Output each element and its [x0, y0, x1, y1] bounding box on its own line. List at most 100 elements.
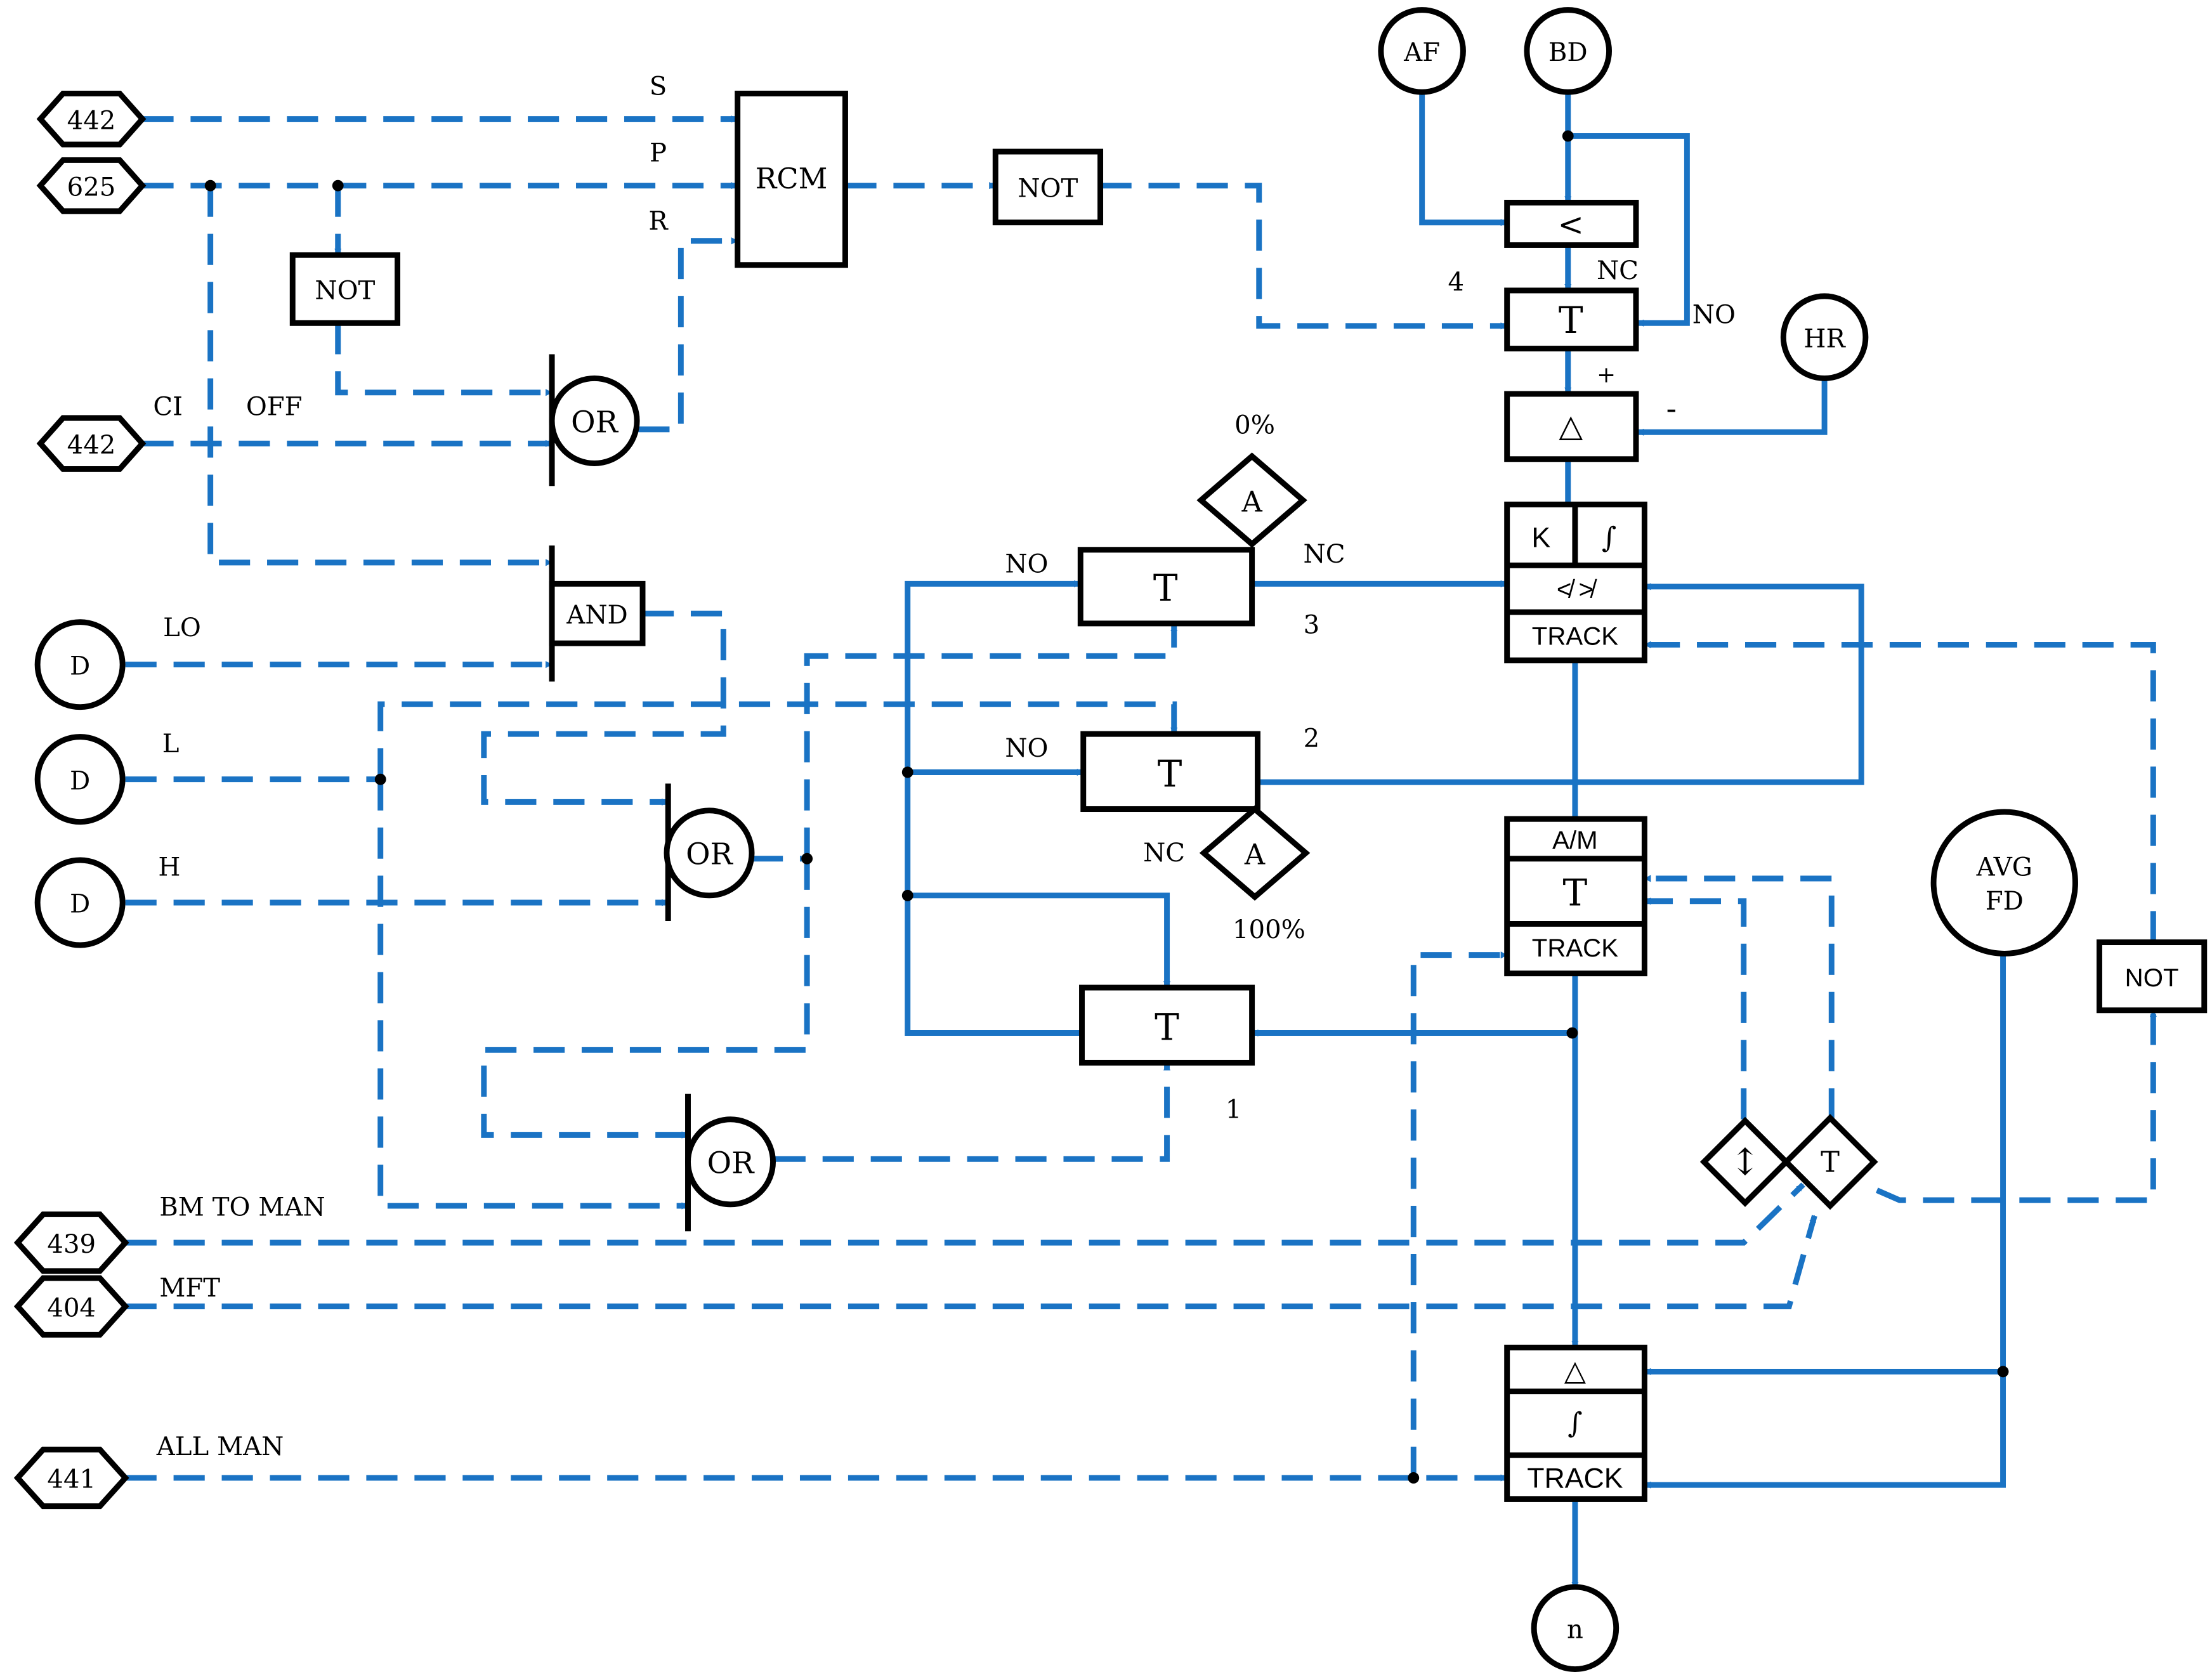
input-tag-442-ci: 442 [36, 415, 147, 472]
svg-text:OR: OR [707, 1146, 755, 1181]
label-lo: LO [163, 613, 201, 643]
input-circle-d-lo: D [34, 619, 126, 710]
and-gate: AND [549, 545, 646, 682]
svg-text:n: n [1567, 1615, 1583, 1644]
integrator-block: △ ∫ TRACK [1504, 1344, 1647, 1502]
rcm-block: RCM [735, 90, 848, 268]
not-block-3: NOT [2096, 939, 2208, 1014]
input-tag-404: 404 [13, 1275, 129, 1338]
label-p: P [650, 139, 667, 168]
tag-label: 439 [47, 1230, 96, 1259]
label-pct-100: 100% [1233, 915, 1306, 944]
svg-text:△: △ [1559, 407, 1583, 444]
svg-text:↕: ↕ [1730, 1140, 1761, 1184]
analog-constant-100: A [1199, 805, 1311, 901]
pid-track-label: TRACK [1532, 622, 1618, 650]
output-circle-n: n [1531, 1584, 1620, 1672]
less-than-comparator: < [1504, 199, 1639, 248]
svg-text:D: D [70, 651, 90, 681]
label-off: OFF [246, 393, 303, 422]
label-bm-to-man: BM TO MAN [159, 1193, 325, 1222]
svg-text:AF: AF [1403, 38, 1440, 67]
label-num-3: 3 [1304, 611, 1320, 640]
svg-text:A: A [1241, 485, 1262, 518]
input-tag-439: 439 [13, 1211, 129, 1274]
label-ci: CI [153, 393, 183, 422]
am-title: A/M [1552, 826, 1597, 854]
svg-text:T: T [1158, 752, 1182, 795]
transfer-block-1: T [1079, 984, 1255, 1066]
pid-integral-label: ∫ [1602, 521, 1616, 554]
pid-limit-label: ≮ ≯ [1557, 575, 1597, 604]
or-gate-3: OR [685, 1094, 776, 1232]
svg-text:T: T [1559, 299, 1583, 342]
or-gate-2: OR [664, 783, 755, 922]
svg-text:NOT: NOT [2125, 963, 2179, 992]
svg-text:AVG: AVG [1976, 853, 2032, 882]
svg-text:<: < [1558, 206, 1584, 243]
label-num-4: 4 [1448, 268, 1464, 297]
logic-wires [125, 115, 2157, 1482]
svg-text:T: T [1155, 1006, 1179, 1049]
label-all-man: ALL MAN [156, 1432, 284, 1461]
label-h: H [158, 853, 180, 882]
not-block-1: NOT [289, 252, 401, 326]
analog-constant-0: A [1196, 452, 1307, 548]
label-s: S [650, 72, 667, 101]
input-tag-441: 441 [13, 1446, 129, 1510]
auto-manual-station: A/M T TRACK [1504, 816, 1647, 977]
or-gate-1: OR [549, 354, 640, 487]
junction-dots [204, 130, 2009, 1484]
label-minus: - [1666, 390, 1677, 427]
diamond-up-down: ↕ [1699, 1116, 1791, 1207]
tag-label: 442 [67, 106, 116, 135]
tag-label: 625 [67, 173, 116, 202]
svg-text:T: T [1153, 566, 1178, 610]
svg-text:AND: AND [566, 601, 627, 630]
svg-text:BD: BD [1548, 38, 1588, 67]
label-l: L [162, 729, 180, 759]
svg-text:HR: HR [1803, 324, 1846, 353]
pid-controller-block: K ∫ ≮ ≯ TRACK [1504, 501, 1647, 663]
label-no-top: NO [1692, 300, 1736, 329]
svg-text:D: D [70, 766, 90, 795]
tag-label: 442 [67, 431, 116, 460]
tag-label: 404 [47, 1293, 96, 1323]
svg-text:A: A [1244, 839, 1266, 872]
input-circle-af: AF [1378, 7, 1466, 95]
label-plus: + [1597, 362, 1616, 388]
label-r: R [648, 207, 669, 236]
integrator-integral: ∫ [1567, 1406, 1582, 1439]
signal-labels: S P R CI OFF LO L H BM TO MAN MFT ALL MA… [153, 72, 1736, 1462]
svg-text:RCM: RCM [756, 162, 828, 195]
transfer-block-3: T [1077, 547, 1255, 627]
input-circle-d-h: D [34, 857, 126, 948]
svg-text:NOT: NOT [315, 276, 375, 305]
am-transfer: T [1563, 871, 1588, 914]
input-circle-hr: HR [1780, 293, 1869, 381]
tag-label: 441 [47, 1465, 96, 1494]
delta-block: △ [1504, 391, 1639, 462]
label-no-t2: NO [1005, 734, 1048, 763]
label-num-2: 2 [1304, 724, 1320, 753]
label-no-t3: NO [1005, 549, 1048, 578]
input-circle-bd: BD [1524, 7, 1613, 95]
label-pct-0: 0% [1234, 411, 1275, 440]
input-tag-625: 625 [36, 157, 147, 214]
label-nc-top: NC [1597, 256, 1639, 285]
svg-text:OR: OR [571, 405, 618, 440]
am-track: TRACK [1532, 934, 1618, 962]
svg-text:D: D [70, 890, 90, 919]
input-circle-d-l: D [34, 734, 126, 825]
svg-text:FD: FD [1986, 887, 2024, 916]
integrator-delta: △ [1564, 1354, 1587, 1387]
label-mft: MFT [159, 1274, 220, 1303]
pid-gain-label: K [1531, 522, 1550, 553]
label-nc-t3: NC [1304, 540, 1345, 569]
input-tag-442-s: 442 [36, 90, 147, 148]
input-circle-avg-fd: AVG FD [1930, 809, 2078, 957]
analog-wires [905, 90, 2006, 1590]
not-block-2: NOT [992, 148, 1104, 226]
svg-text:T: T [1821, 1146, 1840, 1179]
